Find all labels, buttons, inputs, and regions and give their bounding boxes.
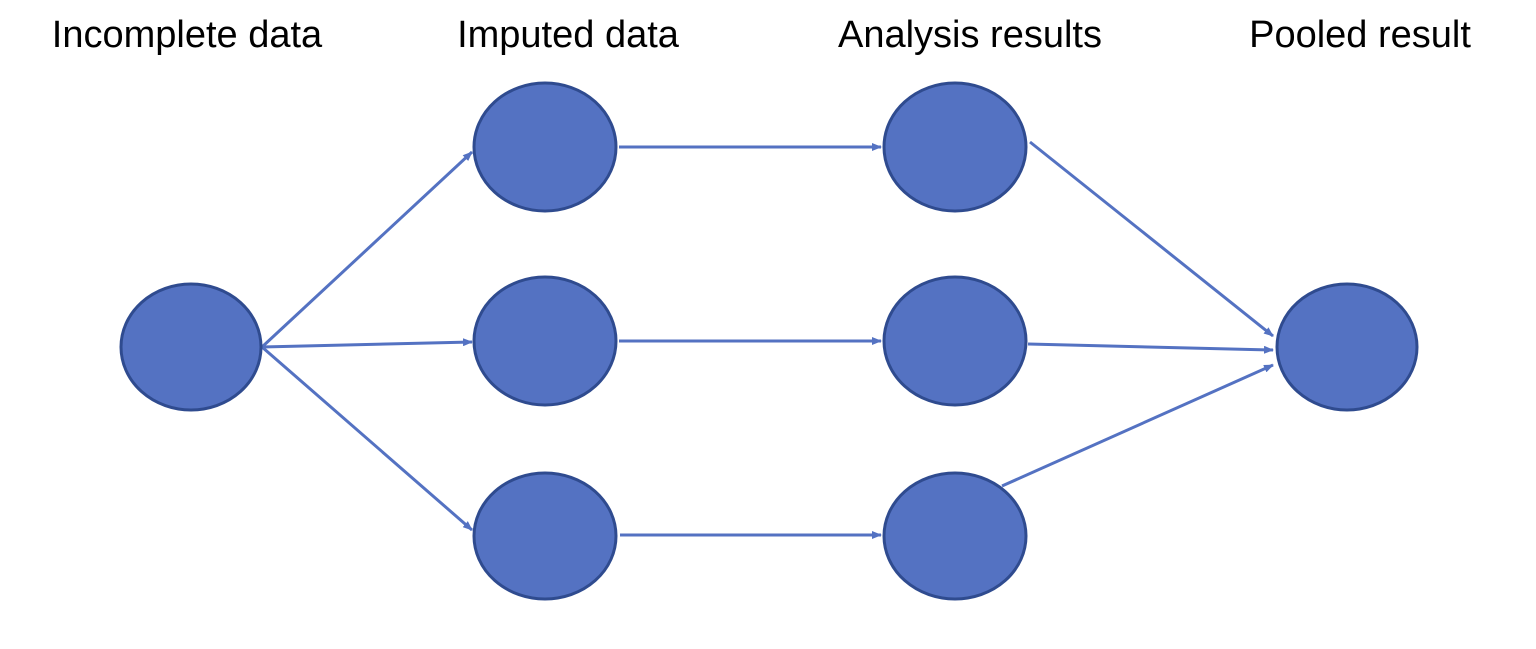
edge-incomplete-to-imputed-2 bbox=[261, 338, 473, 349]
node-incomplete-data bbox=[119, 282, 263, 412]
stage-label-analysis-results: Analysis results bbox=[838, 14, 1102, 56]
edge-analysis-to-pooled-2 bbox=[1027, 342, 1274, 354]
node-imputed-data-2 bbox=[472, 275, 618, 407]
edge-analysis-to-pooled-3 bbox=[1001, 363, 1274, 488]
stage-label-pooled-result: Pooled result bbox=[1249, 14, 1471, 56]
edge-analysis-to-pooled-1 bbox=[1029, 140, 1274, 338]
stage-label-imputed-data: Imputed data bbox=[457, 14, 680, 56]
stage-label-incomplete-data: Incomplete data bbox=[52, 14, 323, 56]
node-imputed-data-3 bbox=[472, 471, 618, 601]
edge-incomplete-to-imputed-3 bbox=[261, 345, 473, 532]
node-pooled-result bbox=[1275, 282, 1419, 412]
edge-incomplete-to-imputed-1 bbox=[260, 150, 474, 349]
node-analysis-result-1 bbox=[882, 81, 1028, 213]
node-analysis-result-2 bbox=[882, 275, 1028, 407]
node-imputed-data-1 bbox=[472, 81, 618, 213]
node-analysis-result-3 bbox=[882, 471, 1028, 601]
